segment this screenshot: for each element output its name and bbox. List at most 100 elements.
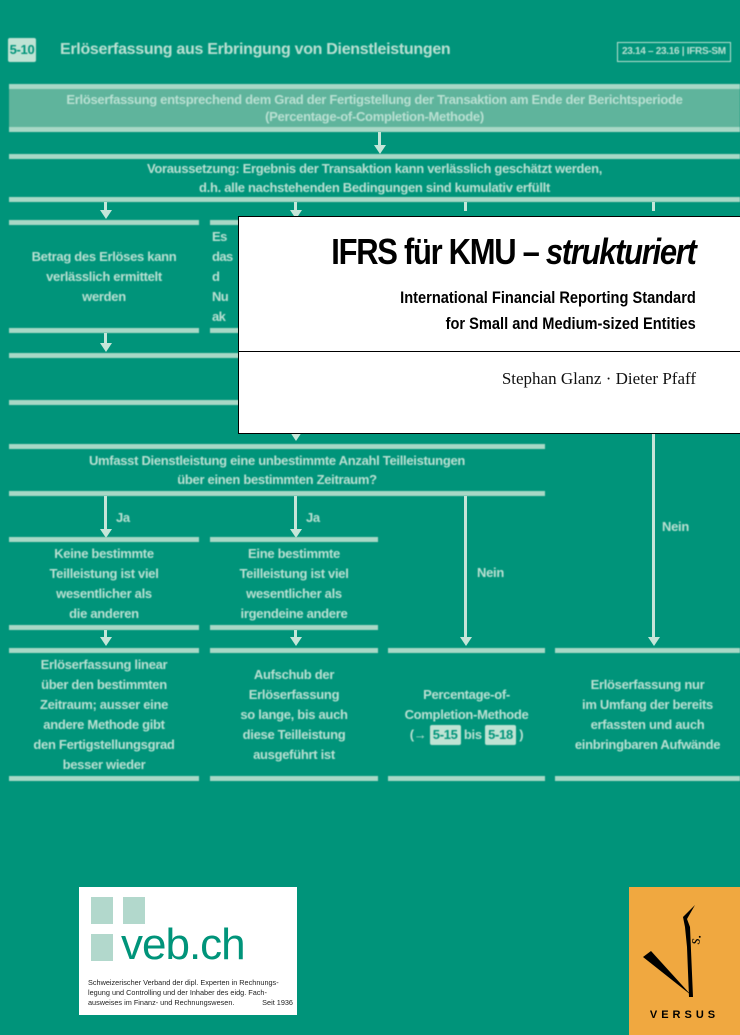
- connector: [104, 202, 107, 211]
- text-line: Erlöserfassung: [248, 686, 340, 702]
- text-line: im Umfang der bereits: [582, 696, 713, 712]
- text-line: Completion-Methode: [404, 706, 529, 722]
- arrow-icon: [100, 637, 112, 646]
- flow-box-one-significant: Eine bestimmte Teilleistung ist viel wes…: [210, 537, 378, 630]
- arrow-icon: [648, 637, 660, 646]
- connector: [464, 202, 467, 211]
- label-yes: Ja: [116, 510, 130, 525]
- ref-standard: IFRS-SM: [686, 46, 726, 57]
- text-line: verlässlich ermittelt: [46, 268, 162, 284]
- arrow-icon: [290, 529, 302, 538]
- text: bis: [463, 726, 482, 742]
- connector: [104, 496, 107, 530]
- text-line: (Percentage-of-Completion-Methode): [265, 109, 484, 124]
- text: ): [519, 726, 524, 742]
- flow-box-defer: Aufschub der Erlöserfassung so lange, bi…: [210, 648, 378, 781]
- tagline-text: ausweises im Finanz- und Rechnungswesen.: [88, 998, 235, 1007]
- chapter-badge: 5-10: [8, 38, 36, 62]
- text-line: Aufschub der: [253, 666, 335, 682]
- text-line: Zeitraum; ausser eine: [39, 696, 169, 712]
- subtitle-line: for Small and Medium-sized Entities: [445, 314, 696, 333]
- flow-box-condition: Voraussetzung: Ergebnis der Transaktion …: [9, 154, 740, 202]
- text-line: Betrag des Erlöses kann: [31, 248, 177, 264]
- logo-square: [123, 897, 145, 924]
- connector: [104, 333, 107, 345]
- since: Seit 1936: [262, 998, 293, 1007]
- veb-name: veb.ch: [121, 920, 246, 969]
- flow-box-no-significant: Keine bestimmte Teilleistung ist viel we…: [9, 537, 199, 630]
- text-line: Eine bestimmte: [248, 545, 340, 561]
- connector: [652, 433, 655, 638]
- connector: [294, 496, 297, 530]
- flow-box-question: Umfasst Dienstleistung eine unbestimmte …: [9, 444, 545, 496]
- title-main: IFRS für KMU –: [331, 231, 547, 272]
- text-line: einbringbaren Aufwände: [574, 736, 721, 752]
- subtitle: International Financial Reporting Standa…: [400, 285, 696, 337]
- text-line: erfassten und auch: [590, 716, 705, 732]
- flow-box-poc: Percentage-of- Completion-Methode (→ 5-1…: [388, 648, 545, 781]
- versus-name: VERSUS: [649, 1009, 720, 1021]
- connector: [652, 202, 655, 211]
- text-line: (→ 5-15 bis 5-18 ): [409, 724, 524, 745]
- label-yes: Ja: [306, 510, 320, 525]
- text-line: Nu: [212, 288, 229, 304]
- text-line: so lange, bis auch: [240, 706, 348, 722]
- text-line: Voraussetzung: Ergebnis der Transaktion …: [146, 161, 603, 176]
- text-line: diese Teilleistung: [242, 726, 346, 742]
- flow-box-amount: Betrag des Erlöses kann verlässlich ermi…: [9, 220, 199, 333]
- veb-logo: veb.ch Schweizerischer Verband der dipl.…: [79, 887, 297, 1015]
- ref-range: 23.14 – 23.16: [622, 46, 680, 57]
- text-line: Erlöserfassung nur: [590, 676, 705, 692]
- connector: [464, 496, 467, 638]
- connector: [294, 630, 297, 639]
- tagline-line: Schweizerischer Verband der dipl. Expert…: [88, 978, 279, 987]
- arrow-icon: [100, 343, 112, 352]
- text-line: über einen bestimmten Zeitraum?: [177, 472, 377, 487]
- logo-square: [91, 934, 113, 961]
- text-line: d.h. alle nachstehenden Bedingungen sind…: [199, 180, 550, 195]
- text-line: werden: [82, 288, 126, 304]
- versus-logo: s. VERSUS: [629, 887, 740, 1035]
- versus-mark-icon: s.: [643, 905, 705, 997]
- flow-box-linear: Erlöserfassung linear über den bestimmte…: [9, 648, 199, 781]
- reference-range: 23.14 – 23.16 | IFRS-SM: [617, 42, 731, 62]
- chapter-title: Erlöserfassung aus Erbringung von Dienst…: [60, 41, 451, 58]
- text-line: Keine bestimmte: [54, 545, 154, 561]
- book-title: IFRS für KMU – strukturiert: [331, 231, 698, 273]
- logo-square: [91, 897, 113, 924]
- authors: Stephan Glanz · Dieter Pfaff: [501, 369, 696, 388]
- arrow-icon: [290, 637, 302, 646]
- arrow-icon: [290, 432, 302, 441]
- text-line: d: [212, 268, 220, 284]
- arrow-icon: [290, 210, 302, 219]
- text: (→: [409, 726, 427, 742]
- text-line: Teilleistung ist viel: [49, 565, 159, 581]
- text-line: Umfasst Dienstleistung eine unbestimmte …: [88, 453, 466, 468]
- label-no: Nein: [477, 565, 504, 580]
- text-line: besser wieder: [62, 756, 146, 772]
- arrow-icon: [460, 637, 472, 646]
- text-line: die anderen: [69, 605, 139, 621]
- text-line: wesentlicher als: [246, 585, 342, 601]
- text-line: Teilleistung ist viel: [239, 565, 349, 581]
- text-line: Erlöserfassung entsprechend dem Grad der…: [66, 92, 683, 107]
- title-italic: strukturiert: [546, 231, 697, 272]
- arrow-icon: [100, 529, 112, 538]
- text-line: ak: [212, 308, 226, 324]
- text-line: wesentlicher als: [56, 585, 152, 601]
- connector: [378, 132, 381, 146]
- flow-box-expenses: Erlöserfassung nur im Umfang der bereits…: [555, 648, 740, 781]
- tagline-line: ausweises im Finanz- und Rechnungswesen.…: [88, 998, 293, 1008]
- label-no: Nein: [662, 519, 689, 534]
- text-line: ausgeführt ist: [253, 746, 335, 762]
- text-line: Es: [212, 228, 227, 244]
- title-card: IFRS für KMU – strukturiert Internationa…: [238, 216, 740, 434]
- subtitle-line: International Financial Reporting Standa…: [400, 288, 696, 307]
- tagline-line: legung und Controlling und der Inhaber d…: [88, 988, 267, 997]
- connector: [104, 630, 107, 639]
- arrow-icon: [374, 145, 386, 154]
- ref-badge: 5-15: [429, 724, 461, 745]
- veb-tagline: Schweizerischer Verband der dipl. Expert…: [88, 978, 293, 1008]
- text-line: über den bestimmten: [41, 676, 167, 692]
- text-line: den Fertigstellungsgrad: [33, 736, 175, 752]
